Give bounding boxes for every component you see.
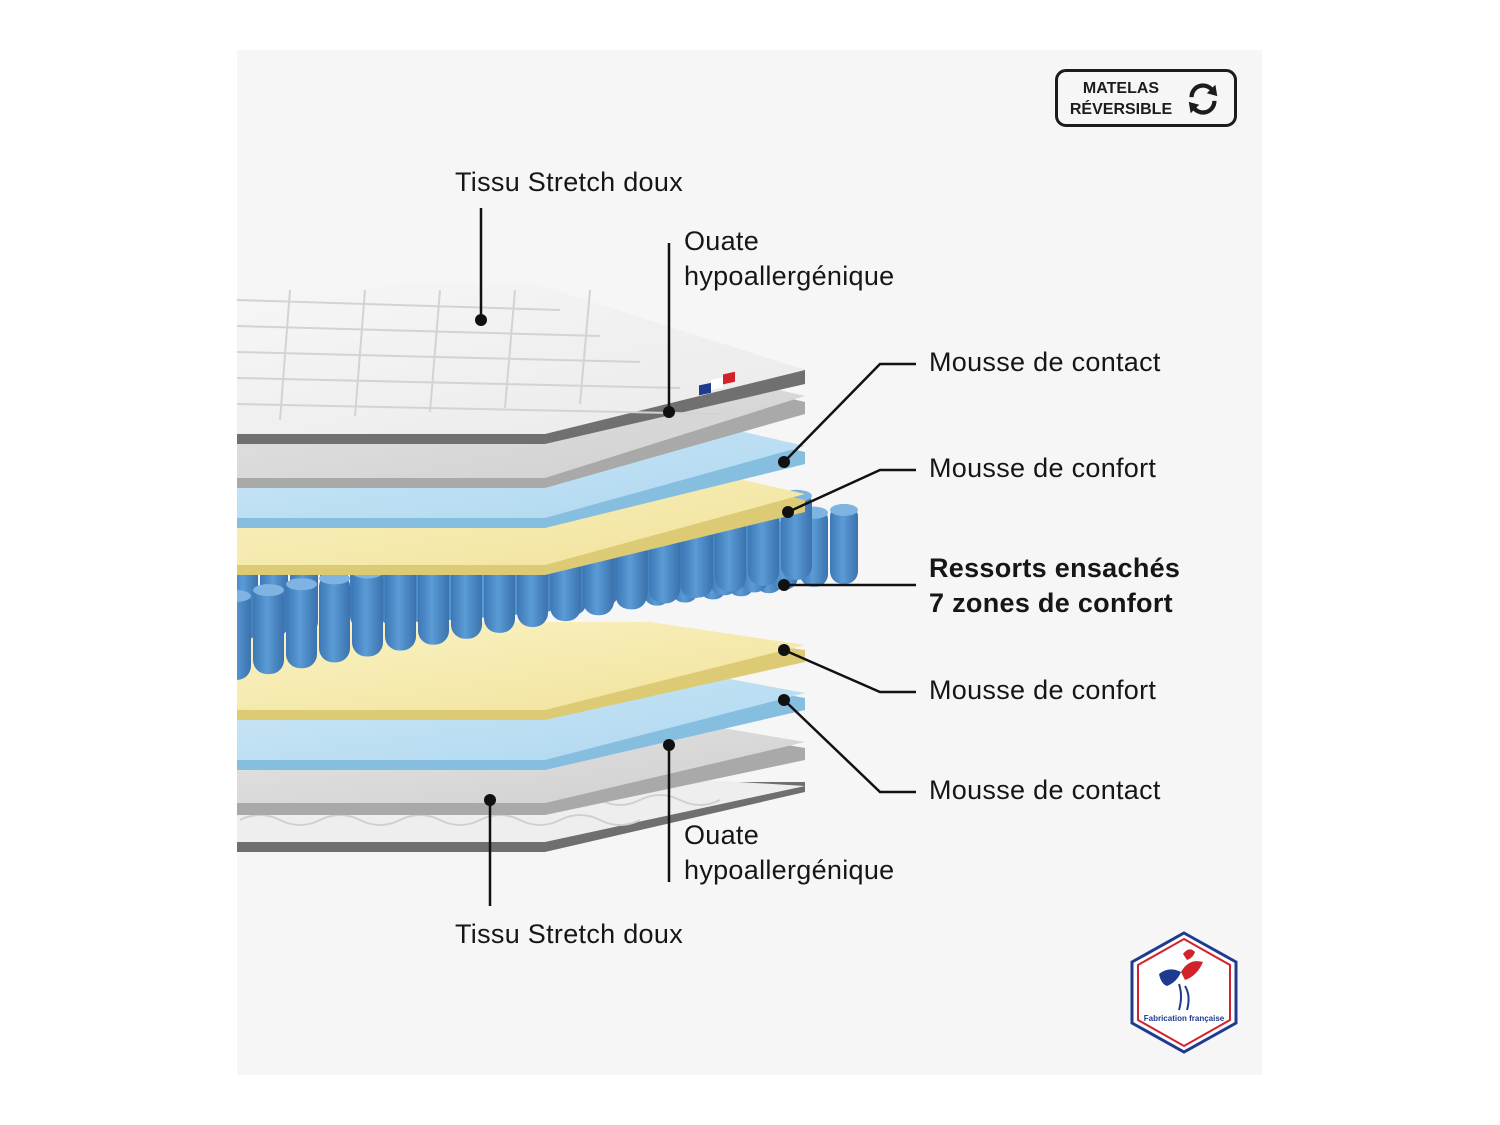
badge-line1: MATELAS [1082,80,1160,97]
spring-coil-top [237,590,251,602]
label-springs-line2: 7 zones de confort [929,588,1173,618]
dot-bottom-contact-foam [778,694,790,706]
leader-top-comfort-foam [787,468,916,514]
label-top-wadding-line2: hypoallergénique [684,261,895,291]
badge-line2: RÉVERSIBLE [1069,101,1173,118]
spring-coil [253,584,284,675]
label-springs-line1: Ressorts ensachés [929,553,1181,583]
badge-text: MATELAS RÉVERSIBLE [1066,78,1176,120]
dot-top-contact-foam [778,456,790,468]
dot-bottom-wadding [663,739,675,751]
leader-bottom-contact-foam [783,699,916,794]
spring-coil [286,578,317,669]
spring-coil-top [830,504,858,516]
label-top-comfort-foam: Mousse de confort [929,453,1157,483]
spring-coil [319,572,350,663]
label-bottom-fabric: Tissu Stretch doux [455,919,683,949]
label-bottom-wadding-line1: Ouate [684,820,760,850]
label-bottom-comfort-foam: Mousse de confort [929,675,1157,705]
fabrication-francaise-seal: Fabrication française [1129,930,1239,1055]
rooster-icon [1159,949,1203,1011]
label-top-contact-foam: Mousse de contact [929,347,1161,377]
spring-coil-top [286,578,317,591]
spring-coil [830,504,858,584]
seal-hexagon [1130,931,1238,1054]
spring-coil-top [319,572,350,585]
spring-coil [418,554,449,645]
label-top-fabric: Tissu Stretch doux [455,167,683,197]
dot-bottom-comfort-foam [778,644,790,656]
seal-text: Fabrication française [1143,1014,1225,1023]
spring-coil [237,590,251,680]
dot-top-wadding [663,406,675,418]
dot-top-comfort-foam [782,506,794,518]
dot-top-fabric [475,314,487,326]
reversible-badge: MATELAS RÉVERSIBLE [1055,69,1237,127]
leader-bottom-comfort-foam [783,648,916,694]
reverse-arrows-icon [1188,83,1218,115]
leader-top-contact-foam [783,362,916,463]
label-bottom-contact-foam: Mousse de contact [929,775,1161,805]
label-bottom-wadding-line2: hypoallergénique [684,855,895,885]
spring-coil [385,560,416,651]
top-fabric-layer [237,282,805,444]
spring-coil [352,566,383,657]
dot-bottom-fabric [484,794,496,806]
spring-coil-top [253,584,284,597]
french-flag-tag [699,371,735,396]
dot-springs [778,579,790,591]
label-top-wadding-line1: Ouate [684,226,760,256]
